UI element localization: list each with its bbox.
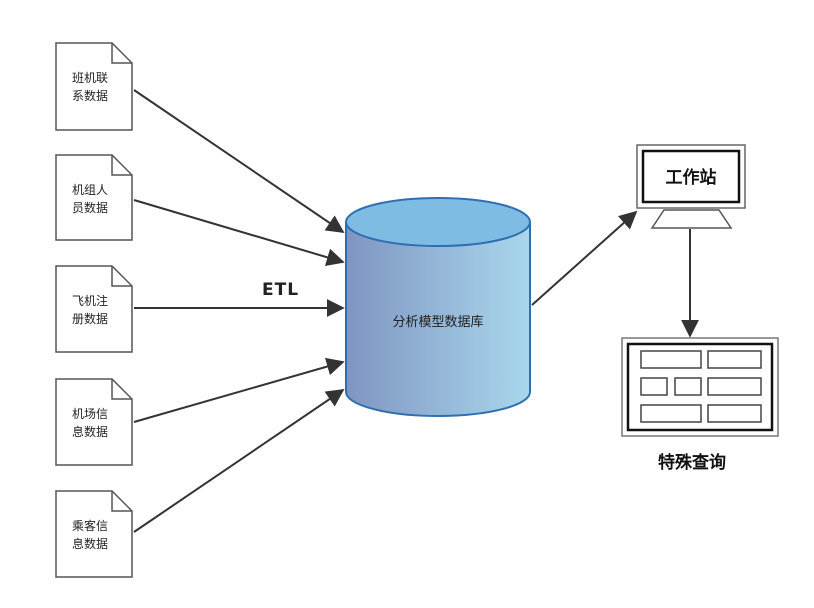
arrow-source-4-to-db (133, 357, 345, 423)
source-document-5: 乘客信 息数据 (55, 490, 133, 578)
source-document-3-line2: 册数据 (72, 311, 108, 326)
query-window-icon (621, 337, 779, 437)
etl-label: ETL (262, 280, 299, 300)
source-document-5-line2: 息数据 (72, 536, 108, 551)
source-document-5-line1: 乘客信 (72, 518, 108, 533)
source-document-3: 飞机注 册数据 (55, 265, 133, 353)
arrow-source-1-to-db (133, 89, 345, 234)
source-document-1-line2: 系数据 (72, 88, 108, 103)
arrow-db-to-workstation (531, 210, 638, 306)
source-document-1-line1: 班机联 (72, 71, 108, 85)
arrow-source-2-to-db (133, 199, 345, 267)
source-document-4-line1: 机场信 (72, 407, 108, 421)
source-document-4-line2: 息数据 (72, 424, 108, 439)
source-document-2: 机组人 员数据 (55, 154, 133, 241)
source-document-2-line1: 机组人 (72, 183, 108, 197)
source-document-2-line2: 员数据 (72, 200, 108, 215)
arrow-source-5-to-db (133, 388, 345, 533)
source-document-4: 机场信 息数据 (55, 378, 133, 466)
workstation-label: 工作站 (666, 167, 717, 188)
database-label: 分析模型数据库 (392, 314, 483, 330)
query-label: 特殊查询 (658, 452, 726, 473)
analysis-database: 分析模型数据库 (345, 197, 531, 417)
source-document-3-line1: 飞机注 (72, 293, 108, 308)
source-document-1: 班机联 系数据 (55, 42, 133, 131)
workstation-monitor-icon: 工作站 (636, 144, 746, 229)
